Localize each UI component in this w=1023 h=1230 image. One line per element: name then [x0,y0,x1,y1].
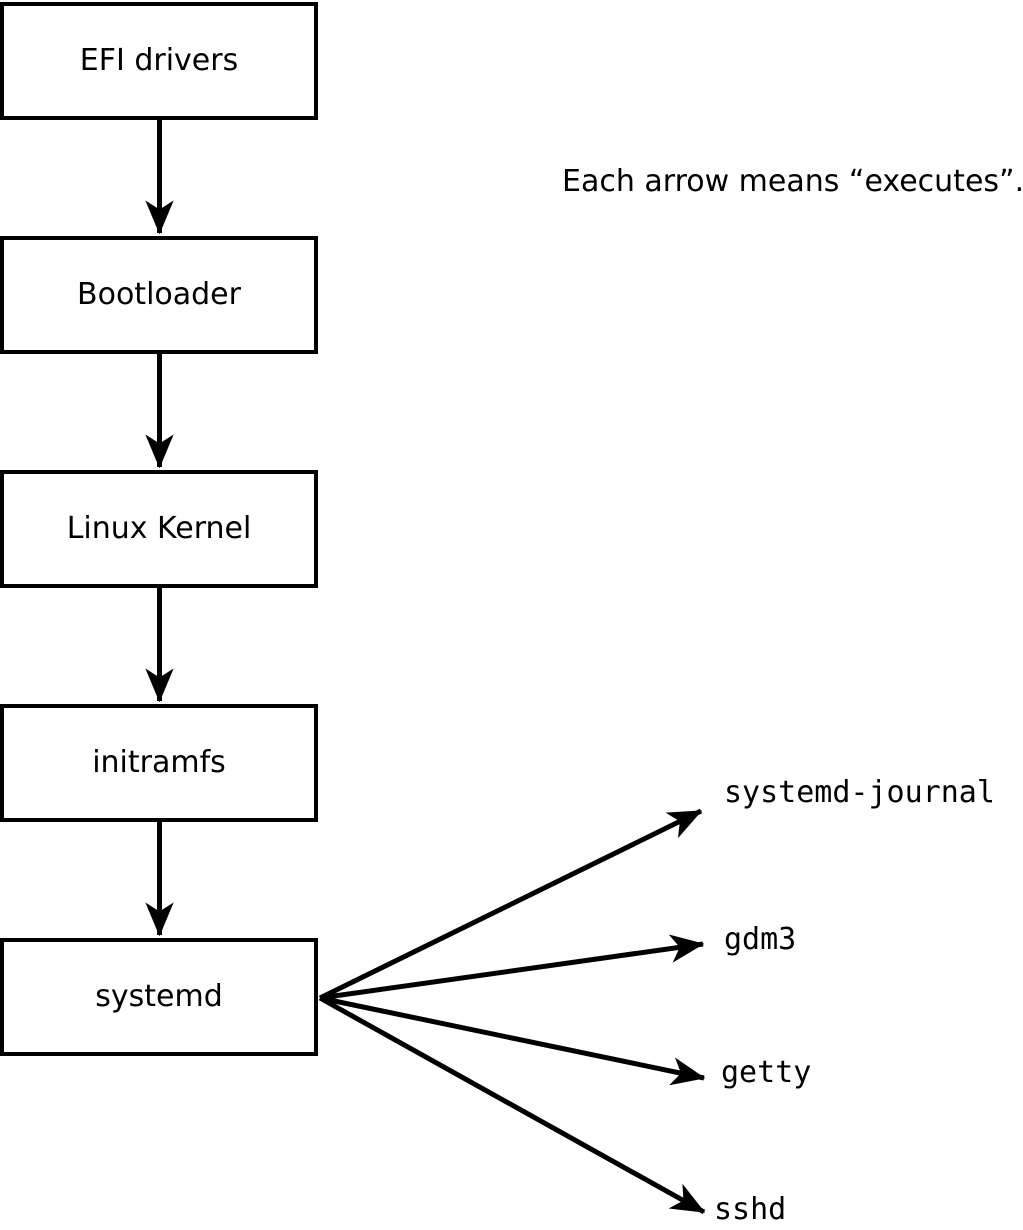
node-efi-drivers-label: EFI drivers [79,43,239,78]
node-efi-drivers: EFI drivers [0,2,318,120]
arrow-meaning-annotation: Each arrow means “executes”. [562,164,1023,199]
arrow-systemd-to-getty [319,995,706,1086]
arrow-systemd-to-sshd [318,995,706,1215]
node-initramfs-label: initramfs [92,745,226,780]
label-systemd-journal: systemd-journal [724,775,995,810]
arrow-systemd-to-gdm3 [319,934,705,1001]
label-getty: getty [721,1055,812,1090]
node-systemd-label: systemd [95,979,223,1014]
node-linux-kernel: Linux Kernel [0,470,318,588]
node-systemd: systemd [0,938,318,1056]
label-gdm3: gdm3 [724,922,797,957]
node-linux-kernel-label: Linux Kernel [66,511,252,546]
node-initramfs: initramfs [0,704,318,822]
arrow-systemd-to-systemd-journal [318,808,703,1001]
node-bootloader: Bootloader [0,236,318,354]
node-bootloader-label: Bootloader [77,277,241,312]
label-sshd: sshd [714,1192,787,1227]
